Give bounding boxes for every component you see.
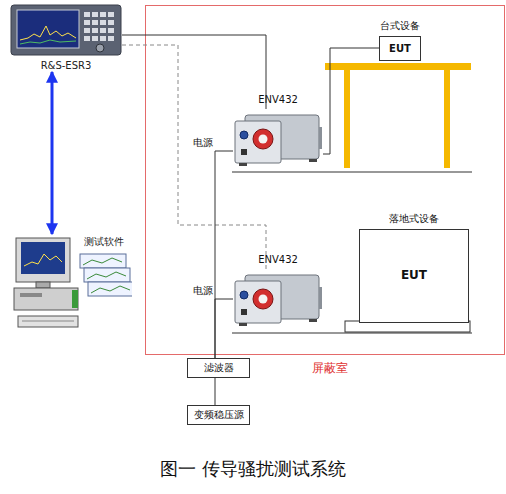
monitor-screen — [21, 242, 65, 274]
table-leg — [344, 70, 350, 168]
software-plot — [87, 272, 126, 279]
emi-receiver: R&S-ESR3 — [10, 4, 122, 72]
computer-illustration — [12, 236, 132, 344]
software-plot — [83, 258, 122, 265]
software-window — [80, 254, 126, 268]
process-box: 变频稳压源 — [187, 405, 250, 425]
receiver-case — [11, 5, 121, 55]
lisn-foot — [309, 159, 317, 162]
receiver-button — [92, 12, 98, 17]
lisn-foot — [239, 323, 247, 326]
receiver-button — [100, 36, 106, 41]
receiver-button — [108, 12, 114, 17]
table-leg — [444, 70, 450, 168]
receiver-button — [100, 12, 106, 17]
selector-knob — [240, 131, 248, 139]
monitor — [16, 238, 70, 282]
receiver-knob — [96, 44, 104, 52]
disk-drive — [20, 293, 42, 297]
lisn-front-panel — [235, 121, 281, 163]
power-label: 电源 — [193, 285, 213, 297]
receiver-button — [108, 36, 114, 41]
receiver-button — [84, 28, 90, 33]
ground-plane — [232, 332, 472, 333]
power-socket — [253, 289, 273, 309]
connector-line — [51, 72, 54, 234]
node-label: ENV432 — [233, 254, 323, 266]
connector-line — [215, 378, 216, 405]
power-label: 电源 — [193, 137, 213, 149]
receiver-button — [100, 28, 106, 33]
receiver-button — [92, 28, 98, 33]
node-label: ENV432 — [233, 94, 323, 106]
figure-caption: 图一 传导骚扰测试系统 — [0, 458, 506, 480]
node-label: R&S-ESR3 — [10, 60, 122, 72]
spectrum-trace — [20, 40, 76, 44]
node-label: 滤波器 — [188, 362, 249, 374]
lisn-device: ENV432 — [233, 269, 323, 331]
receiver-button — [84, 20, 90, 25]
lisn-illustration — [233, 109, 323, 167]
lisn-foot — [309, 319, 317, 322]
node-label: 落地式设备 — [340, 213, 488, 225]
receiver-button — [84, 36, 90, 41]
receiver-illustration — [10, 4, 122, 58]
software-window — [84, 268, 130, 282]
software-window — [88, 282, 132, 296]
receiver-button — [108, 28, 114, 33]
lisn-device: ENV432 — [233, 109, 323, 167]
node-label: 测试软件 — [84, 236, 124, 248]
receiver-button — [92, 36, 98, 41]
connector-line — [323, 48, 379, 154]
keyboard — [18, 316, 78, 327]
connector-line — [122, 45, 266, 269]
eut-box: 台式设备EUT — [379, 36, 421, 61]
node-label: 屏蔽室 — [312, 361, 348, 375]
keyboard-keys — [22, 321, 74, 322]
power-socket — [253, 129, 273, 149]
bnc-connector — [241, 309, 247, 315]
eut-box: 落地式设备EUT — [359, 229, 469, 323]
computer-case — [14, 288, 78, 310]
case-edge — [72, 290, 78, 308]
power-socket-face — [259, 135, 268, 144]
receiver-button — [92, 20, 98, 25]
bnc-connector — [241, 149, 247, 155]
lisn-front-panel — [235, 281, 281, 323]
process-box: 滤波器 — [187, 358, 250, 378]
lisn-foot — [239, 163, 247, 166]
node-label: EUT — [380, 43, 420, 55]
connector-line — [215, 299, 233, 358]
power-socket-face — [259, 295, 268, 304]
receiver-button — [108, 20, 114, 25]
receiver-screen — [17, 10, 79, 48]
receiver-button — [100, 20, 106, 25]
node-label: 变频稳压源 — [188, 409, 249, 421]
selector-knob — [240, 291, 248, 299]
lisn-illustration — [233, 269, 323, 331]
ground-plane — [232, 171, 472, 172]
monitor-stand — [36, 282, 50, 288]
lisn-handle — [319, 127, 322, 149]
node-label: 台式设备 — [360, 20, 440, 32]
node-label: EUT — [360, 268, 468, 282]
table-top — [325, 63, 471, 70]
spectrum-trace — [20, 26, 76, 40]
software-plot — [91, 286, 130, 293]
test-computer: 测试软件 — [12, 236, 132, 344]
lisn-handle — [319, 287, 322, 309]
receiver-button — [84, 12, 90, 17]
shielded-room: 屏蔽室ENV432台式设备EUTENV432落地式设备EUT — [145, 5, 505, 355]
connector-line — [122, 35, 266, 109]
screen-trace — [24, 254, 62, 266]
connector-line — [215, 151, 233, 358]
